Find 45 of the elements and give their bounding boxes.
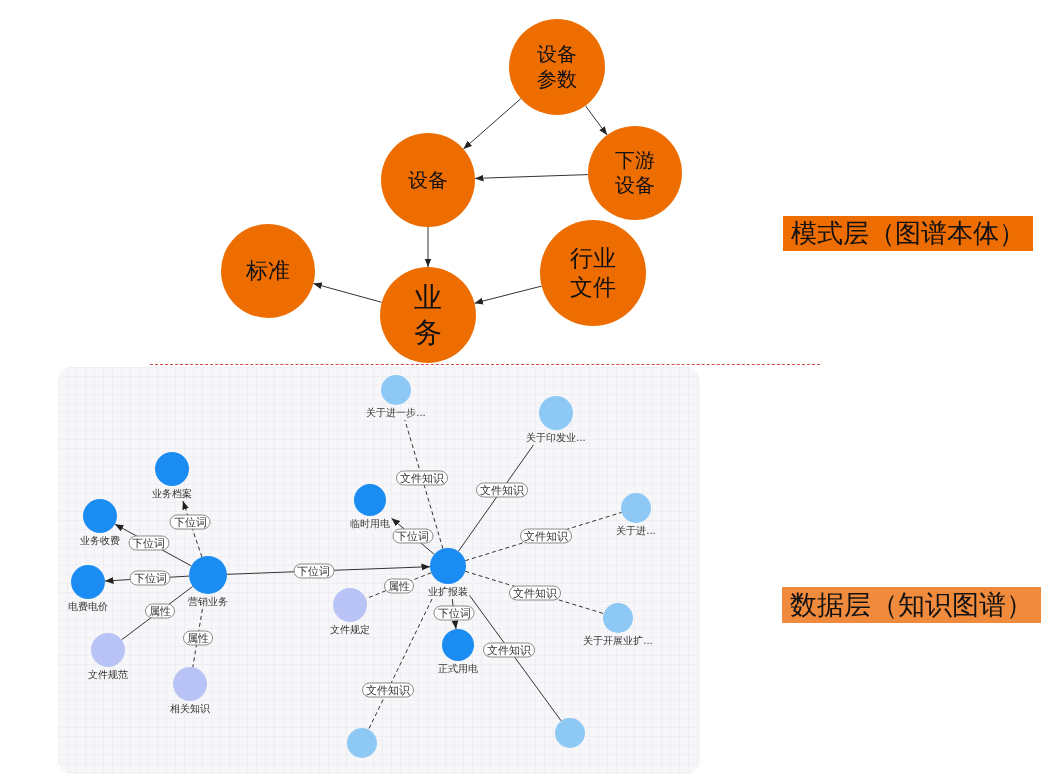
entity-label: 业务档案 <box>152 488 192 500</box>
entity-label: 关于开展业扩... <box>583 635 653 647</box>
entity-label: 业务收费 <box>80 535 120 547</box>
connector-line <box>368 598 433 730</box>
concept-circle: 设备 <box>381 133 475 227</box>
edge-label: 文件知识 <box>508 585 561 600</box>
arrow <box>584 105 608 136</box>
entity-label: 文件规范 <box>88 669 128 681</box>
concept-circle: 业务 <box>380 267 476 363</box>
entity-label: 业扩报装 <box>428 586 468 598</box>
concept-circle: 下游设备 <box>588 126 682 220</box>
edge-label: 下位词 <box>129 570 171 586</box>
edge-label: 下位词 <box>392 528 434 544</box>
edge-label: 下位词 <box>169 514 211 530</box>
entity-label: 营销业务 <box>188 596 228 608</box>
arrow <box>474 285 543 305</box>
edge-label: 文件知识 <box>361 682 414 698</box>
concept-circle: 设备参数 <box>509 19 605 115</box>
concept-circle: 行业文件 <box>540 220 646 326</box>
concept-circle: 标准 <box>221 224 315 318</box>
connector-line <box>469 594 562 722</box>
arrow <box>474 174 589 182</box>
entity-label: 关于进一步... <box>366 407 426 419</box>
entity-label: 关于印发业... <box>526 432 586 444</box>
arrow <box>182 500 203 558</box>
connector-line <box>404 419 444 550</box>
edge-label: 文件知识 <box>396 470 448 486</box>
entity-label: 临时用电 <box>350 518 390 530</box>
entity-label: 正式用电 <box>438 663 478 675</box>
arrow <box>424 226 432 268</box>
edge-label: 文件知识 <box>476 482 528 497</box>
edge-label: 下位词 <box>433 605 475 621</box>
edge-label: 文件知识 <box>519 528 572 544</box>
arrow <box>462 98 522 150</box>
connector-line <box>192 608 203 668</box>
entity-label: 文件规定 <box>330 624 370 636</box>
edge-label: 文件知识 <box>483 642 535 657</box>
arrow <box>312 282 383 303</box>
edge-label: 下位词 <box>293 563 335 579</box>
layer-label: 数据层（知识图谱） <box>782 587 1041 624</box>
edge-label: 下位词 <box>128 535 170 550</box>
entity-label: 电费电价 <box>68 601 108 613</box>
entity-label: 关于进... <box>616 525 656 537</box>
layer-label: 模式层（图谱本体） <box>783 216 1033 252</box>
entity-label: 相关知识 <box>170 703 210 715</box>
